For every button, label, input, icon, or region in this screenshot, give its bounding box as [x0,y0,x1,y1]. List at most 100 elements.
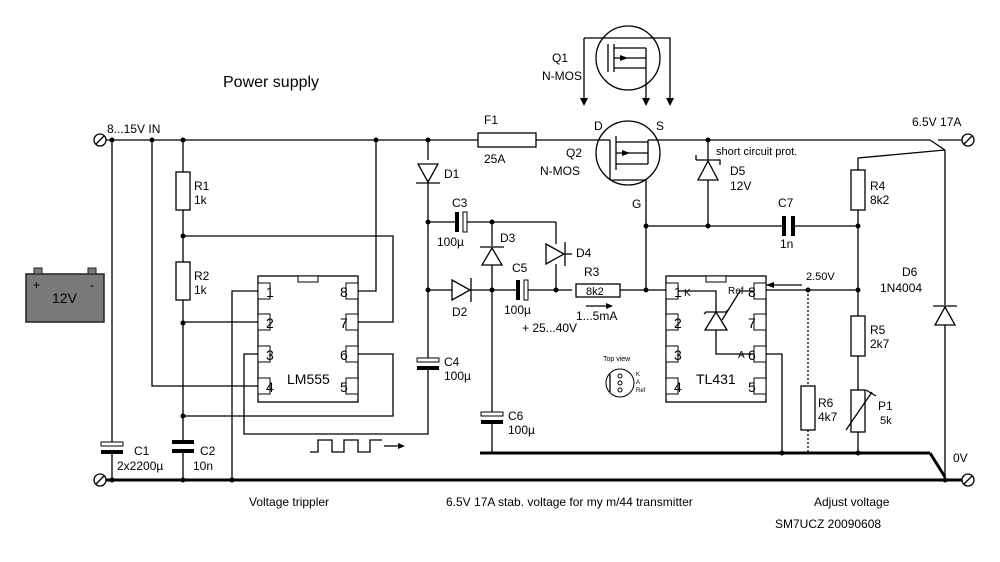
tl431-pin-7: 7 [748,315,756,331]
d4-ref: D4 [576,246,592,260]
diode-d2: D2 [428,278,516,319]
zener-d5: short circuit prot. D5 12V [695,137,797,229]
diode-d1: D1 [416,163,460,290]
square-wave-symbol [310,439,405,453]
p1-ref: P1 [878,399,893,413]
input-ground-terminal [93,473,107,487]
q1-type: N-MOS [542,69,582,83]
resistor-r2: R2 1k [175,261,210,301]
tl431-pin-6: 6 [748,347,756,363]
resistor-r6: R6 4k7 [800,385,838,453]
output-positive-terminal [961,133,975,147]
battery-voltage: 12V [52,290,78,306]
ground-rail [106,451,962,482]
lm555-ic: 1 2 3 4 8 7 6 5 LM555 [257,275,359,403]
positive-rail [106,139,962,151]
lm555-pin-5: 5 [340,379,348,395]
fuse-f1: F1 25A [477,113,537,166]
d5-value: 12V [730,179,751,193]
r5-value: 2k7 [870,337,890,351]
tl431-top-view: Top view K A Ref [603,356,646,398]
capacitor-c5: C5 100µ [504,261,572,317]
lm555-ref: LM555 [287,371,330,387]
pinout-a: A [636,380,640,386]
current-arrow: 1...5mA [576,303,617,323]
feedback-wiring: 2.50V [766,271,861,456]
resistor-r3: R3 8k2 [575,265,666,298]
d5-ref: D5 [730,164,746,178]
lm555-pin-6: 6 [340,347,348,363]
c4-ref: C4 [444,355,460,369]
diode-d4: D4 [492,221,592,293]
p1-value: 5k [880,415,892,427]
capacitor-c6: C6 100µ [480,409,535,453]
tl431-pin-1: 1 [674,284,682,300]
battery: + - 12V [25,267,105,323]
f1-ref: F1 [484,113,498,127]
current-label: 1...5mA [576,309,617,323]
tl431-pin-8: 8 [748,284,756,300]
r3-value: 8k2 [586,286,604,298]
tl431-pin-3: 3 [674,347,682,363]
footer-adjust-label: Adjust voltage [814,495,890,509]
r4-ref: R4 [870,179,886,193]
battery-plus: + [33,278,40,292]
output-voltage-label: 6.5V 17A [912,115,961,129]
c1-value: 2x2200µ [117,459,163,473]
c3-ref: C3 [452,196,468,210]
resistor-r1: R1 1k [175,171,210,211]
r5-ref: R5 [870,323,886,337]
c7-ref: C7 [778,196,794,210]
output-ground-terminal [961,473,975,487]
q1-ref: Q1 [552,51,568,65]
tl431-pin-k: K [684,288,691,299]
lm555-pin-3: 3 [266,347,274,363]
footer-tripler-label: Voltage trippler [249,495,329,509]
r3-ref: R3 [584,265,600,279]
r4-value: 8k2 [870,193,890,207]
battery-minus: - [90,278,94,292]
pinout-ref: Ref [636,388,646,394]
c2-ref: C2 [200,444,216,458]
tripler-voltage-label: + 25...40V [522,321,577,335]
lm555-pin-2: 2 [266,315,274,331]
r1-value: 1k [194,193,208,207]
tl431-pin-a: A [738,350,745,361]
footer-credit: SM7UCZ 20090608 [775,517,881,531]
q2-ref: Q2 [566,146,582,160]
r1-ref: R1 [194,179,210,193]
q2-pin-s: S [656,119,664,133]
c2-value: 10n [193,459,213,473]
tl431-ref: TL431 [696,371,736,387]
lm555-pin-1: 1 [266,284,274,300]
schematic-title: Power supply [223,74,319,91]
c5-ref: C5 [512,261,528,275]
tl431-pin-5: 5 [748,379,756,395]
resistor-r5: R5 2k7 [850,315,890,390]
diode-d3: D3 [480,222,516,412]
capacitor-c3: C3 100µ [428,196,495,249]
lm555-pin-7: 7 [340,315,348,331]
r6-ref: R6 [818,396,834,410]
ref-voltage-label: 2.50V [806,271,835,283]
top-view-label: Top view [603,356,631,363]
tl431-pin-ref: Ref [728,286,744,297]
c7-value: 1n [780,237,793,251]
tl431-pin-2: 2 [674,315,682,331]
f1-value: 25A [484,152,505,166]
capacitor-c2: C2 10n [172,440,216,483]
tl431-ic: 1 K 2 3 4 8 Ref 7 6 A 5 TL431 [665,275,767,403]
pinout-k: K [636,372,640,378]
lm555-pin-4: 4 [266,379,274,395]
short-circuit-label: short circuit prot. [716,146,797,158]
r6-value: 4k7 [818,410,838,424]
footer-description: 6.5V 17A stab. voltage for my m/44 trans… [446,495,693,509]
d1-ref: D1 [444,167,460,181]
d6-ref: D6 [902,265,918,279]
mosfet-q1: Q1 N-MOS [542,25,674,106]
d6-value: 1N4004 [880,281,922,295]
capacitor-c7: C7 1n [646,196,861,251]
diode-d6: D6 1N4004 [880,150,957,483]
c3-value: 100µ [437,235,464,249]
